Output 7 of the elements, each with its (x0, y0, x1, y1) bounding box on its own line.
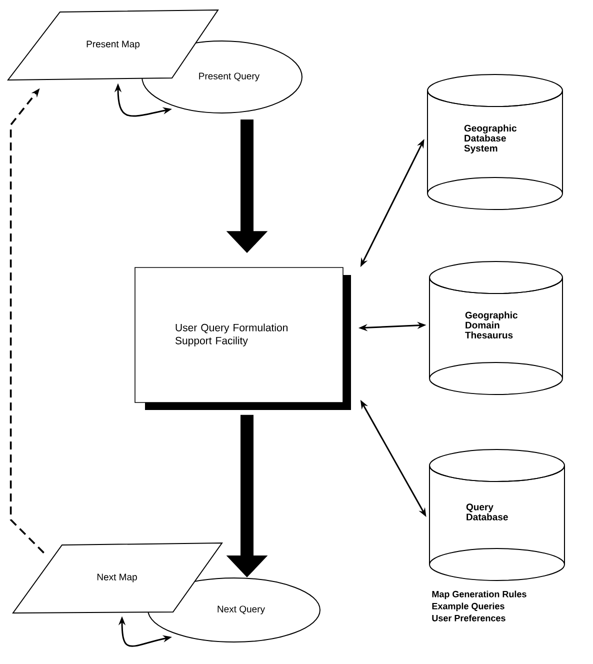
process-box: User Query Formulation Support Facility (134, 267, 351, 410)
database-cylinder: Query Database (429, 449, 565, 581)
database-cylinder: Geographic Domain Thesaurus (429, 261, 563, 395)
caption-text: Example Queries (432, 602, 504, 612)
caption-text: Map Generation Rules (432, 590, 526, 600)
database-cylinder: Geographic Database System (427, 74, 563, 210)
caption-text: User Preferences (432, 614, 506, 622)
